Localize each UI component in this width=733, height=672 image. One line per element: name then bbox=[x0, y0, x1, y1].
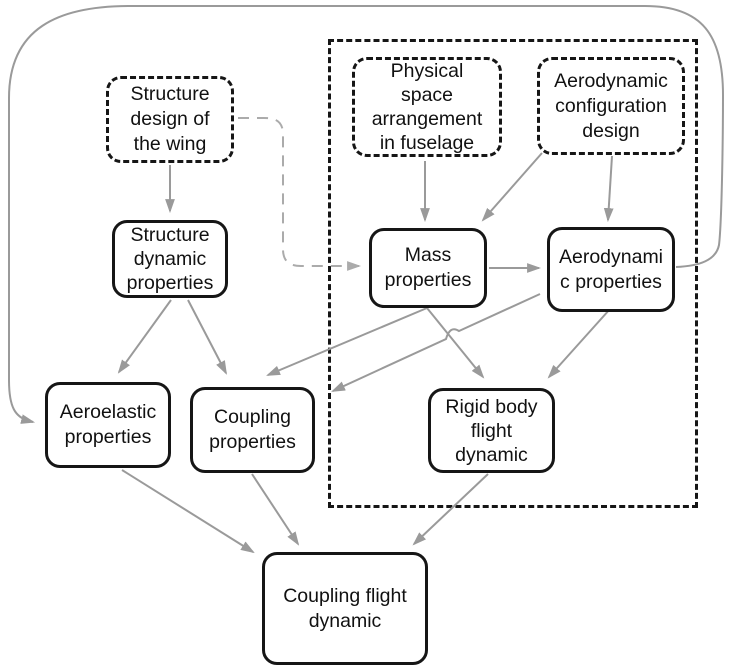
edge-aero-props-to-aeroelastic-loop bbox=[8, 5, 725, 424]
edge-aero-props-to-coupling-props-with-hop bbox=[331, 293, 541, 392]
edge-aeroelastic-to-coupling-flight bbox=[121, 469, 255, 554]
node-structure-design-of-wing: Structure design of the wing bbox=[106, 76, 234, 163]
edge-mass-to-rigid-body bbox=[426, 307, 485, 379]
node-coupling-properties: Coupling properties bbox=[190, 387, 315, 473]
node-label: Rigid body flight dynamic bbox=[445, 395, 538, 466]
edge-aero-config-to-mass bbox=[481, 152, 543, 222]
node-label: Structure dynamic properties bbox=[126, 224, 214, 294]
node-label: Aerodynamic configuration design bbox=[554, 69, 668, 142]
edge-structure-design-to-mass-dashed bbox=[238, 117, 362, 271]
node-rigid-body-flight-dynamic: Rigid body flight dynamic bbox=[428, 388, 555, 473]
node-structure-dynamic-properties: Structure dynamic properties bbox=[112, 220, 228, 298]
node-aerodynamic-properties: Aerodynami c properties bbox=[547, 227, 675, 312]
node-aerodynamic-configuration-design: Aerodynamic configuration design bbox=[537, 57, 685, 155]
node-coupling-flight-dynamic: Coupling flight dynamic bbox=[262, 552, 428, 665]
edge-structure-dynamic-to-coupling-props bbox=[187, 299, 227, 375]
edge-aero-config-to-aero-props bbox=[603, 155, 614, 223]
edge-mass-to-coupling-props bbox=[266, 307, 428, 376]
node-label: Mass properties bbox=[384, 244, 472, 291]
edge-aero-props-to-rigid-body bbox=[547, 308, 611, 379]
dashed-group-region bbox=[328, 39, 698, 508]
node-label: Aerodynami c properties bbox=[558, 245, 664, 293]
node-mass-properties: Mass properties bbox=[369, 228, 487, 308]
edge-coupling-props-to-coupling-flight bbox=[251, 473, 300, 546]
node-label: Structure design of the wing bbox=[130, 83, 210, 155]
node-physical-space-arrangement: Physical space arrangement in fuselage bbox=[352, 57, 502, 157]
node-label: Coupling flight dynamic bbox=[283, 584, 407, 632]
node-aeroelastic-properties: Aeroelastic properties bbox=[45, 382, 171, 468]
node-label: Coupling properties bbox=[209, 406, 296, 453]
node-label: Aeroelastic properties bbox=[59, 401, 157, 448]
node-label: Physical space arrangement in fuselage bbox=[371, 60, 483, 154]
edge-rigid-body-to-coupling-flight bbox=[412, 473, 489, 546]
edge-structure-dynamic-to-aeroelastic bbox=[117, 299, 172, 374]
